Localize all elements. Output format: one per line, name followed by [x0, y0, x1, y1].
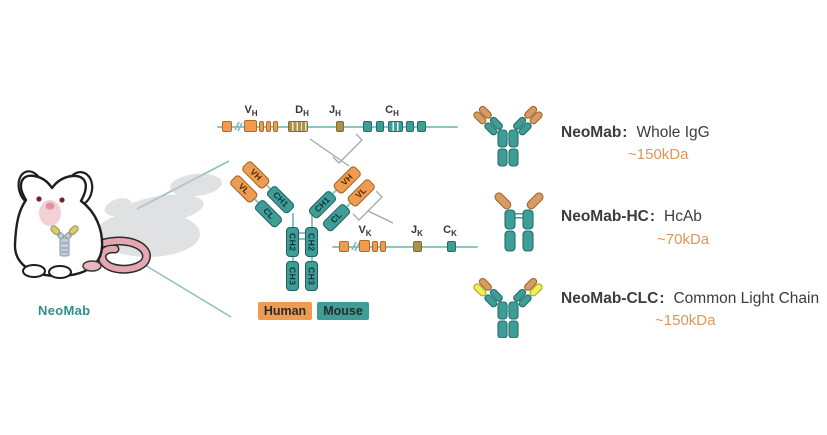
ch3-domain: CH3	[305, 261, 318, 291]
gene-segment	[259, 121, 264, 132]
legend-mouse: Mouse	[317, 302, 369, 320]
locus-break-icon	[234, 121, 243, 132]
hcab-antibody-icon	[494, 192, 544, 252]
clc-antibody-icon	[473, 277, 543, 338]
mouse-tail	[91, 238, 150, 273]
ch-segment	[363, 121, 372, 132]
jk-segment	[413, 241, 422, 252]
product-name-hcab: NeoMab-HC:HcAb	[561, 208, 702, 225]
ch-segment	[376, 121, 384, 132]
belly-antibody-icon	[50, 225, 79, 257]
mouse-body	[13, 174, 104, 278]
ch2-domain: CH2	[286, 227, 299, 257]
dh-segment-cluster	[288, 121, 308, 132]
kappa-chain-locus: VK JK CK	[332, 224, 480, 258]
dh-to-vh-line	[309, 138, 350, 167]
jk-segment-label: JK	[411, 224, 423, 239]
gene-segment	[266, 121, 271, 132]
gene-segment	[273, 121, 278, 132]
product-mass-clc: ~150kDa	[655, 312, 716, 329]
vl-bracket	[352, 190, 383, 221]
igg-antibody-icon	[473, 105, 543, 167]
disulfide-bond	[299, 232, 305, 234]
ch-segment-label: CH	[385, 104, 399, 119]
ck-segment	[447, 241, 456, 252]
jh-segment	[336, 121, 344, 132]
product-mass-hcab: ~70kDa	[657, 231, 710, 248]
jh-segment-label: JH	[329, 104, 341, 119]
mouse-illustration	[13, 170, 222, 279]
mouse-nose	[45, 202, 55, 210]
stem-link	[310, 256, 313, 262]
mouse-eye-left	[36, 196, 42, 202]
gene-segment	[244, 120, 257, 132]
vh-bracket	[332, 133, 363, 164]
mouse-paws	[22, 260, 102, 279]
gene-segment	[339, 241, 349, 252]
vl-to-kappa-line	[367, 210, 394, 224]
vh-segment-label: VH	[244, 104, 258, 119]
heavy-chain-locus: VH DH JH CH	[215, 104, 460, 138]
disulfide-bond	[299, 238, 305, 240]
mouse-platform-label: NeoMab	[38, 303, 91, 318]
mouse-to-diagram-line-lower	[139, 261, 232, 318]
product-name-igg: NeoMab:Whole IgG	[561, 124, 710, 141]
product-mass-igg: ~150kDa	[628, 146, 689, 163]
gene-segment	[222, 121, 232, 132]
stem-link	[291, 256, 294, 262]
mouse-muzzle	[39, 200, 61, 226]
ch3-domain: CH3	[286, 261, 299, 291]
kappa-locus-line	[332, 246, 478, 248]
antibody-domain-diagram: VH CH1 VL CL CH1 VH CL VL CH2 CH2 CH3 CH…	[228, 155, 380, 305]
product-name-clc: NeoMab-CLC:Common Light Chain	[561, 290, 820, 307]
ch-segment	[417, 121, 426, 132]
mouse-eye-right	[59, 197, 65, 203]
stem-link	[310, 213, 313, 228]
gene-segment	[380, 241, 386, 252]
ck-segment-label: CK	[443, 224, 457, 239]
dh-segment-label: DH	[295, 104, 309, 119]
ch2-domain: CH2	[305, 227, 318, 257]
ch-segment-cluster	[388, 121, 403, 132]
legend-human: Human	[258, 302, 312, 320]
ch-segment	[406, 121, 414, 132]
gene-segment	[359, 240, 370, 252]
stem-link	[291, 213, 294, 228]
mouse-shadow	[96, 173, 222, 257]
locus-break-icon	[351, 241, 360, 252]
vk-segment-label: VK	[358, 224, 372, 239]
gene-segment	[372, 241, 378, 252]
